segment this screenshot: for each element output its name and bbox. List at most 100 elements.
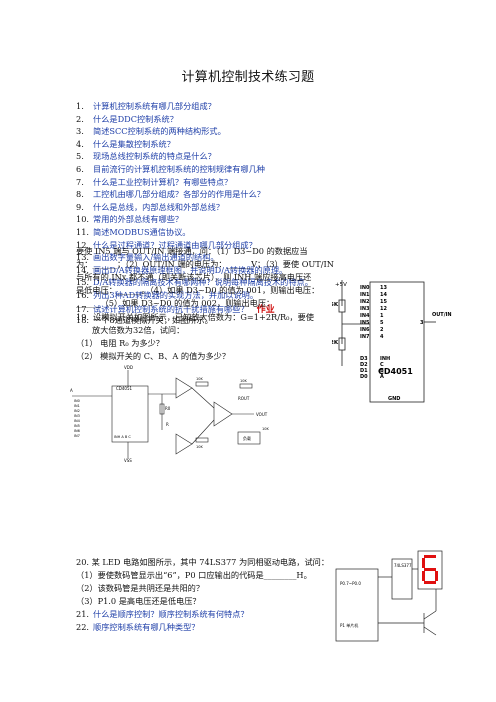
cd4051-pin-number: 15 [380,299,387,305]
question-1: 1. 计算机控制系统有哪几部分组成？ [76,100,216,112]
question-text: 目前流行的计算机控制系统的控制规律有哪几种 [93,164,265,174]
question-text: 什么是过程通道？过程通道由哪几部分组成？ [93,239,257,250]
question-text: 列出3种AD转换器的实现方法，并加以说明。 [93,290,259,300]
cd4051-input-label: IN1 [360,292,370,298]
question-text: 现场总线控制系统的特点是什么？ [93,151,216,162]
r0-label: R0 [165,406,171,411]
q19-sub-2: （2） 模拟开关的 C、B、A 的值为多少？ [76,351,231,361]
question-text: 什么是DDC控制系统？ [93,113,178,124]
fig19-resistor-label: 10K [262,427,269,431]
question-number: 17. [76,303,90,314]
question-3: 3. 简述SCC控制系统的两种结构形式。 [76,125,226,137]
question-15: 15.D/A转换器的隔离技术有哪两种？说明每种隔离技术的特点。 [76,276,313,288]
cd4051-input-label: IN6 [360,327,370,333]
q20-line-4: （3）P1.0 是高电压还是低电压？ [76,596,201,606]
question-18: 18.一个8通道模拟开关，如图所示。 [76,314,213,326]
question-2: 2. 什么是DDC控制系统？ [76,113,178,125]
cd4051-input-label: IN5 [360,320,370,326]
question-7: 7.什么是工业控制计算机？有哪些特点？ [76,176,232,188]
vdd-label: VDD [124,365,133,370]
q18-line-2: 为：______；（2）OUT/IN 端的电压为：______V；（3）要使 O… [76,259,334,269]
question-14: 14.画出D/A转换器原理框图，并说明D/A转换器的原理。 [76,264,287,276]
question-number: 13. [76,252,90,263]
homework-tag: 作业 [256,304,275,315]
cd4051-pin-number: 4 [380,334,384,340]
fig19-row-label: IN7 [74,434,80,438]
question-6: 6. 目前流行的计算机控制系统的控制规律有哪几种 [76,163,265,175]
question-text: 工控机由哪几部分组成？各部分的作用是什么？ [93,189,265,200]
question-4: 4. 什么是集散控制系统？ [76,138,175,150]
q18-line-4: 是低电压：______。（4）如果 D3~D0 的值为 001，则输出电压： [76,285,320,295]
question-number: 1. [76,101,84,111]
question-text: 什么是集散控制系统？ [93,138,175,149]
ctl-label: INH A B C [114,435,131,439]
cd4051-input-label: IN2 [360,299,370,305]
question-number: 11. [76,227,90,237]
p1-label: P1 单片机 [340,622,358,628]
question-text: 画出数字量输入/输出通道的结构。 [93,252,219,263]
cd4051-pin-number: 14 [380,292,387,298]
cd4051-input-label: IN7 [360,334,370,340]
question-number: 8. [76,189,84,200]
question-number: 4. [76,138,84,149]
vout-label: VOUT [256,412,268,417]
q18-line-3: 与所有的 INx 都不通（即关断该芯片），则 INH 端应接高电压还 [76,272,312,282]
fig19-row-label: IN0 [74,399,80,403]
cd4051-input-label: IN4 [360,313,370,319]
q19-sub-1: （1） 电阻 R₀ 为多少？ [76,338,164,348]
question-text: 计算机控制系统有哪几部分组成？ [93,101,216,111]
cd4051-input-label: IN3 [360,306,370,312]
fig19-row-label: IN2 [74,409,80,413]
fig19-resistor-label: 10K [196,377,203,381]
question-number: 9. [76,201,84,212]
question-text: D/A转换器的隔离技术有哪两种？说明每种隔离技术的特点。 [93,277,313,288]
cd4051-pin-number: 1 [380,313,384,319]
question-text: 什么是顺序控制？顺序控制系统有何特点？ [93,609,249,619]
fig19-row-label: IN5 [74,424,80,428]
question-number: 16. [76,290,90,300]
seven-segment-digit [422,555,438,584]
question-text: 什么是工业控制计算机？有哪些特点？ [93,176,233,187]
question-number: 2. [76,113,84,124]
fig19-resistor-label: 10K [196,445,203,449]
q18-line-5: ______（5）如果 D3~D0 的值为 002，则输出电压： [76,298,275,308]
q20-line-1: 20. 某 LED 电路如图所示，其中 74LS377 为同相驱动电路，试问： [76,557,330,567]
question-number: 12. [76,239,90,250]
question-number: 18. [76,315,90,326]
cd4051-data-label: D1 [360,368,368,374]
r-label: R [166,422,169,427]
ai-label: A [70,388,73,393]
fig19-resistor-label: 10K [240,379,247,383]
question-text: 什么是总线，内部总线和外部总线？ [93,201,225,212]
fig20-chip: 74LS377 [394,563,412,568]
question-text: 简述MODBUS通信协议。 [93,227,191,237]
cd4051-pin-number: 5 [380,320,384,326]
cd4051-diagram: +5V 5K 2K IN013IN114IN215IN312IN41IN55IN… [332,280,452,403]
question-text: 简述SCC控制系统的两种结构形式。 [93,126,226,137]
question-number: 21. [76,609,90,619]
rout-label: ROUT [238,396,250,401]
question-number: 22. [76,622,90,632]
question-8: 8. 工控机由哪几部分组成？各部分的作用是什么？ [76,188,265,200]
question-13: 13.画出数字量输入/输出通道的结构。 [76,251,219,263]
cd4051-ctl-label: A [380,374,384,380]
cd4051-ctl-label: C [380,362,384,368]
cd4051-pin-number: 12 [380,306,387,312]
cd4051-ctl-label: INH [380,356,390,362]
question-16: 16.列出3种AD转换器的实现方法，并加以说明。 [76,289,258,301]
load-label: 负载 [243,435,251,441]
question-number: 3. [76,126,84,137]
q19: 19.设模拟开关如图所示，已知放大倍数为：G=1+2R/R₀，要使 [76,311,314,323]
q20-line-2: （1）要使数码管显示出“6”，P0 口应输出的代码是________H。 [76,570,312,580]
cd4051-ctl-label: B [380,368,384,374]
page-title: 计算机控制技术练习题 [181,70,315,85]
cd4051-pin-number: 2 [380,327,384,333]
q20-line-3: （2）该数码管是共阴还是共阳的？ [76,583,205,593]
question-11: 11.简述MODBUS通信协议。 [76,226,191,238]
chip-label: CD4051 [378,367,413,376]
question-10: 10.常用的外部总线有哪些？ [76,213,183,225]
question-number: 6. [76,164,84,174]
out-pin: 3 [420,320,424,326]
question-5: 5.现场总线控制系统的特点是什么？ [76,150,216,162]
out-label: OUT/IN [432,312,452,318]
